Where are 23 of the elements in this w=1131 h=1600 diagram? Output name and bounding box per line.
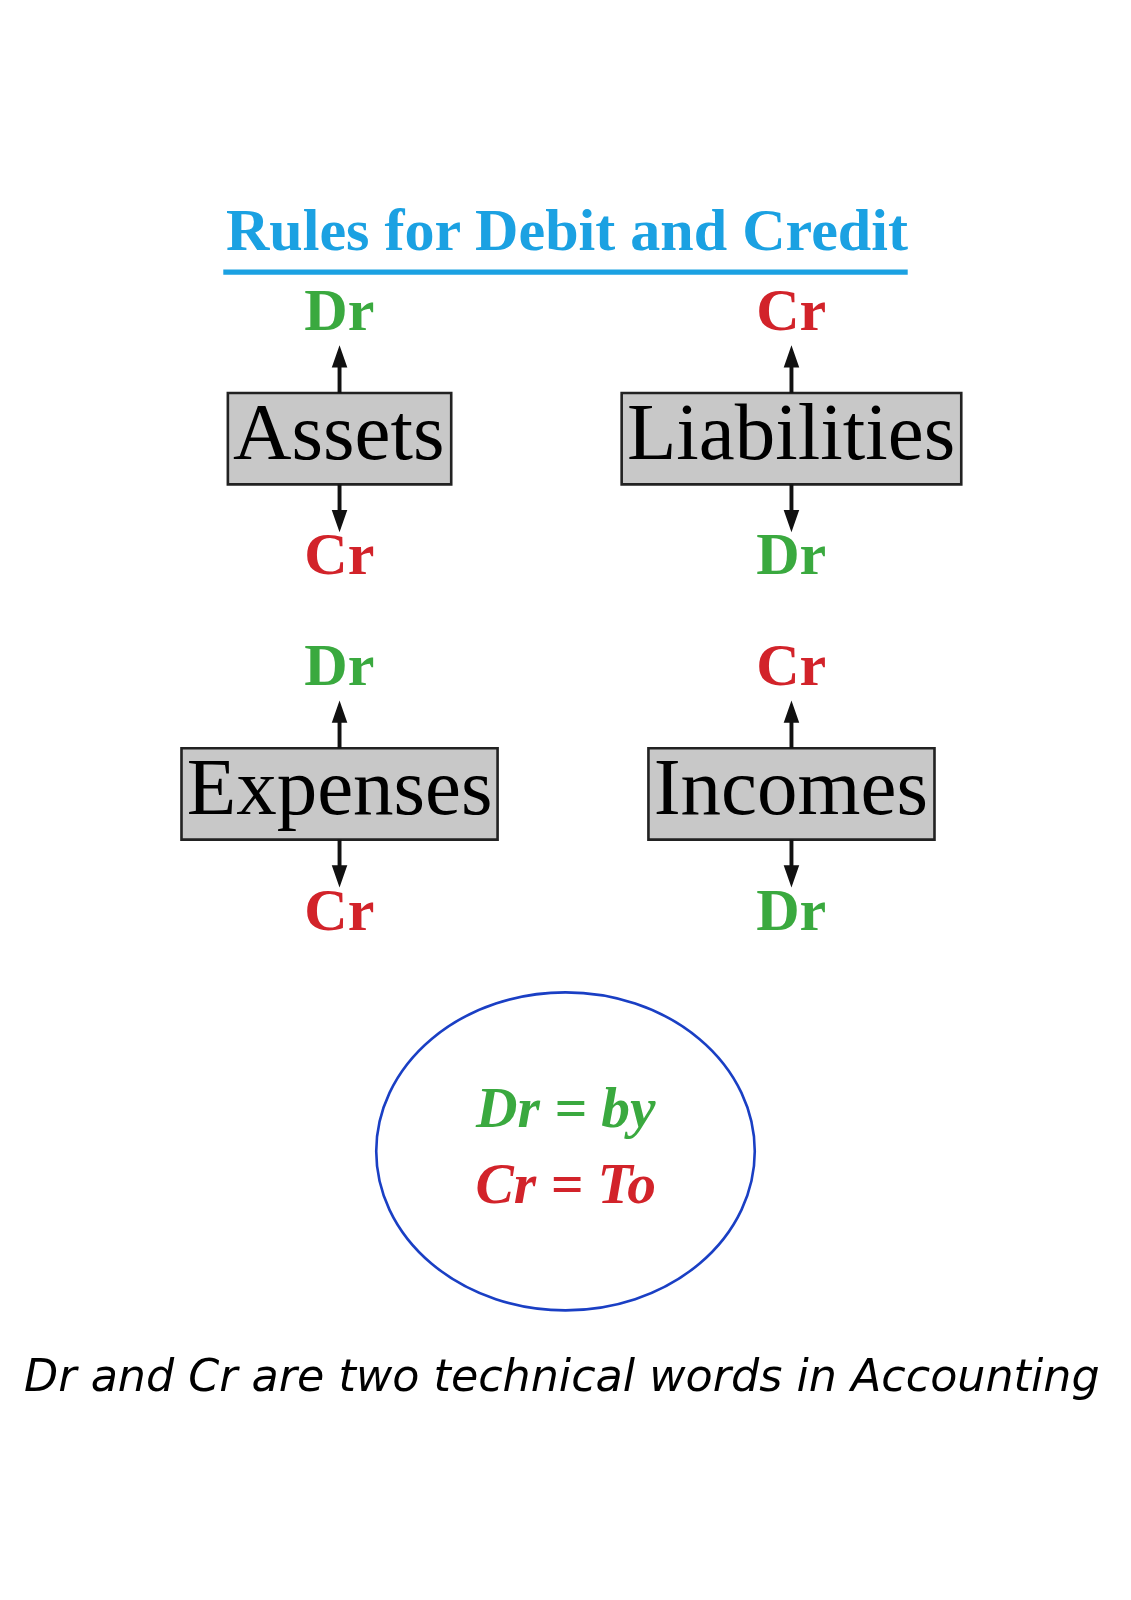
diagram-title: Rules for Debit and Credit (225, 195, 908, 263)
node-box: Assets (226, 391, 453, 486)
node-text: Dr (304, 276, 375, 344)
arrow (783, 700, 800, 749)
arrow (783, 345, 800, 393)
arrow (783, 839, 800, 888)
arrow (331, 700, 348, 749)
node-text: Cr (304, 520, 375, 588)
node-text: Cr (756, 631, 827, 699)
node-box: Incomes (647, 746, 936, 841)
node-text: Cr (304, 875, 375, 943)
node-text: Dr (304, 631, 375, 699)
node-ellipse: Dr = by Cr = To (374, 991, 757, 1312)
arrow (783, 484, 800, 533)
node-box: Expenses (180, 746, 499, 841)
arrow (331, 484, 348, 533)
node-text: Dr (756, 875, 827, 943)
node-text: Dr (756, 520, 827, 588)
arrow (331, 839, 348, 888)
node-text: Cr (756, 276, 827, 344)
arrow (331, 345, 348, 393)
node-box: Liabilities (620, 391, 963, 486)
caption: Dr and Cr are two technical words in Accounting (24, 1350, 1100, 1402)
